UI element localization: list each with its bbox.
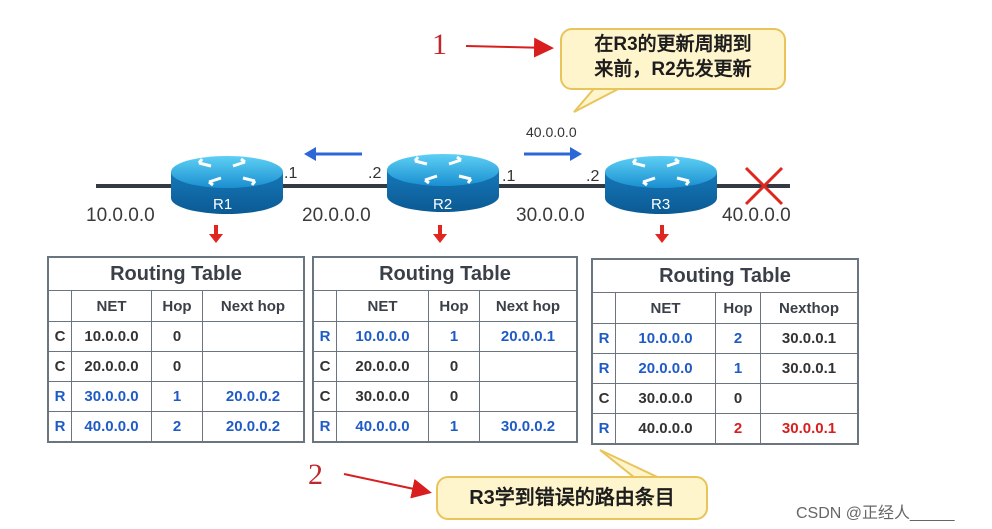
- col-net: NET: [336, 290, 429, 322]
- annotation-number-2: 2: [308, 458, 323, 491]
- network-label-20: 20.0.0.0: [302, 205, 371, 226]
- col-net: NET: [71, 290, 152, 322]
- watermark: CSDN @正经人_____: [796, 505, 955, 522]
- col-net: NET: [615, 292, 716, 324]
- router-r3-label: R3: [651, 196, 671, 213]
- callout-update-timing: 在R3的更新周期到 来前，R2先发更新: [560, 28, 786, 90]
- annotation-arrow-1: [465, 37, 554, 58]
- router-r2-icon: [387, 154, 499, 212]
- interface-r3-left: .2: [586, 168, 600, 185]
- router-to-table-arrows: [209, 225, 669, 243]
- annotation-number-1: 1: [432, 28, 447, 61]
- update-arrow-right-icon: [524, 147, 582, 161]
- table-title: Routing Table: [48, 257, 304, 291]
- col-next-hop: Next hop: [202, 290, 304, 322]
- network-label-40: 40.0.0.0: [722, 205, 791, 226]
- interface-r1-right: .1: [284, 165, 298, 182]
- router-r2-label: R2: [433, 196, 453, 213]
- router-r1-icon: [171, 156, 283, 214]
- annotation-arrow-2: [343, 473, 432, 499]
- callout1-line2: 来前，R2先发更新: [594, 59, 752, 80]
- col-hop: Hop: [715, 292, 761, 324]
- col-next-hop: Next hop: [479, 290, 577, 322]
- link-failure-x-icon: [744, 166, 784, 206]
- col-hop: Hop: [428, 290, 480, 322]
- router-r1-label: R1: [213, 196, 233, 213]
- interface-r2-left: .2: [368, 165, 382, 182]
- update-arrow-label: 40.0.0.0: [526, 124, 577, 140]
- table-title: Routing Table: [313, 257, 577, 291]
- col-hop: Hop: [151, 290, 203, 322]
- callout1-line1: 在R3的更新周期到: [594, 34, 752, 55]
- table-title: Routing Table: [592, 259, 858, 293]
- callout-wrong-route: R3学到错误的路由条目: [436, 476, 708, 520]
- update-arrow-left-icon: [304, 147, 362, 161]
- interface-r2-right: .1: [502, 168, 516, 185]
- col-next-hop: Nexthop: [760, 292, 858, 324]
- network-label-10: 10.0.0.0: [86, 205, 155, 226]
- router-r3-icon: [605, 156, 717, 214]
- network-label-30: 30.0.0.0: [516, 205, 585, 226]
